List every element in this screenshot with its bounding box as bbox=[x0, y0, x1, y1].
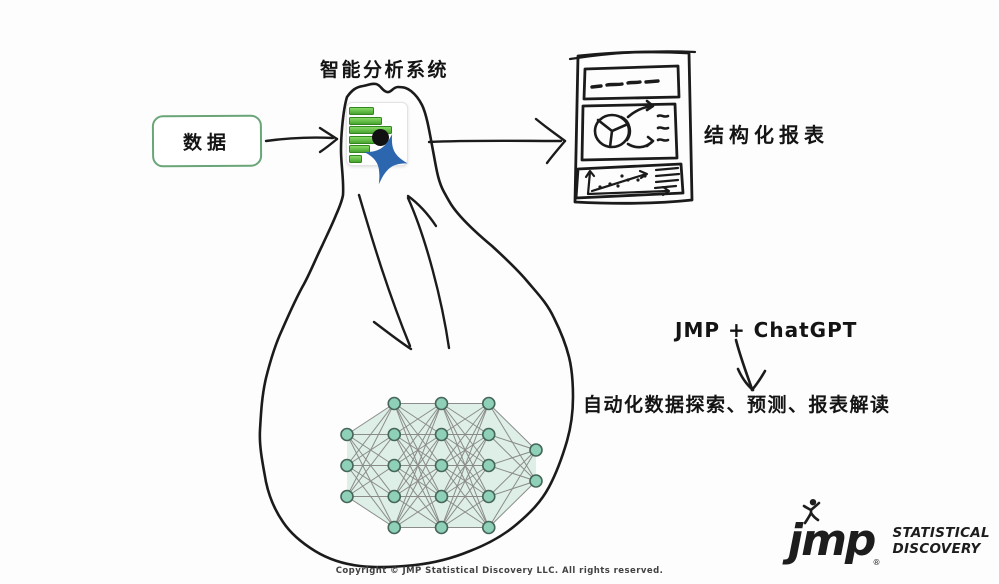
report-frame-overstroke bbox=[568, 50, 697, 61]
arrow-head bbox=[534, 117, 567, 143]
histogram-bar bbox=[349, 116, 382, 125]
arrow-shaft bbox=[427, 139, 563, 144]
header-dashes bbox=[590, 79, 660, 89]
arrow-head bbox=[318, 126, 339, 141]
arrow-system-to-report bbox=[427, 117, 567, 165]
scatter-plot-sketch bbox=[584, 166, 681, 197]
report-panel-header bbox=[582, 64, 681, 101]
arrow-shaft bbox=[264, 136, 335, 143]
tagline-line2: DISCOVERY bbox=[892, 541, 981, 557]
histogram-bar bbox=[349, 107, 374, 115]
tagline-line1: STATISTICAL bbox=[892, 524, 990, 541]
input-data-label: 数据 bbox=[182, 131, 232, 154]
inner-flow-arrows bbox=[357, 193, 451, 351]
arrow-head bbox=[750, 369, 767, 392]
copyright-text: Copyright © JMP Statistical Discovery LL… bbox=[335, 566, 664, 576]
jmp-brand-logo: jmp® STATISTICAL DISCOVERY bbox=[788, 499, 990, 567]
arrow-down-shaft bbox=[357, 193, 412, 348]
arrow-data-to-system bbox=[264, 126, 339, 154]
tech-label: JMP + ChatGPT bbox=[675, 318, 858, 342]
pie-chart-sketch bbox=[593, 99, 670, 149]
jmp-logo-text: jmp bbox=[788, 515, 876, 566]
report-label: 结构化报表 bbox=[704, 123, 829, 147]
jmp-star-icon bbox=[364, 134, 408, 185]
report-panel-pie bbox=[580, 102, 679, 162]
structured-report-sketch bbox=[568, 50, 697, 205]
histogram-bar bbox=[349, 154, 362, 163]
neural-network bbox=[340, 396, 543, 535]
arrow-up-head bbox=[406, 194, 438, 228]
black-dot bbox=[372, 129, 389, 146]
benefit-label: 自动化数据探索、预测、报表解读 bbox=[583, 394, 891, 416]
jmp-jumping-person-icon bbox=[802, 499, 821, 525]
brand-tagline: STATISTICAL DISCOVERY bbox=[892, 525, 989, 557]
system-blob bbox=[258, 82, 575, 569]
arrow-head bbox=[545, 139, 567, 165]
report-panel-scatter bbox=[574, 162, 685, 200]
chatgpt-down-arrow bbox=[734, 338, 767, 392]
input-data-box: 数据 bbox=[151, 114, 263, 168]
registered-mark: ® bbox=[872, 558, 881, 567]
arrow-head bbox=[318, 137, 339, 154]
system-title: 智能分析系统 bbox=[320, 59, 450, 81]
jmp-logotype: jmp® bbox=[788, 499, 882, 567]
blob-outline bbox=[258, 82, 575, 569]
histogram-bar bbox=[349, 126, 392, 134]
arrow-up-shaft bbox=[406, 196, 451, 350]
jmp-app-icon bbox=[346, 102, 418, 192]
arrow-shaft bbox=[734, 338, 754, 391]
arrow-down-head bbox=[372, 320, 413, 351]
histogram-bar bbox=[349, 145, 370, 153]
